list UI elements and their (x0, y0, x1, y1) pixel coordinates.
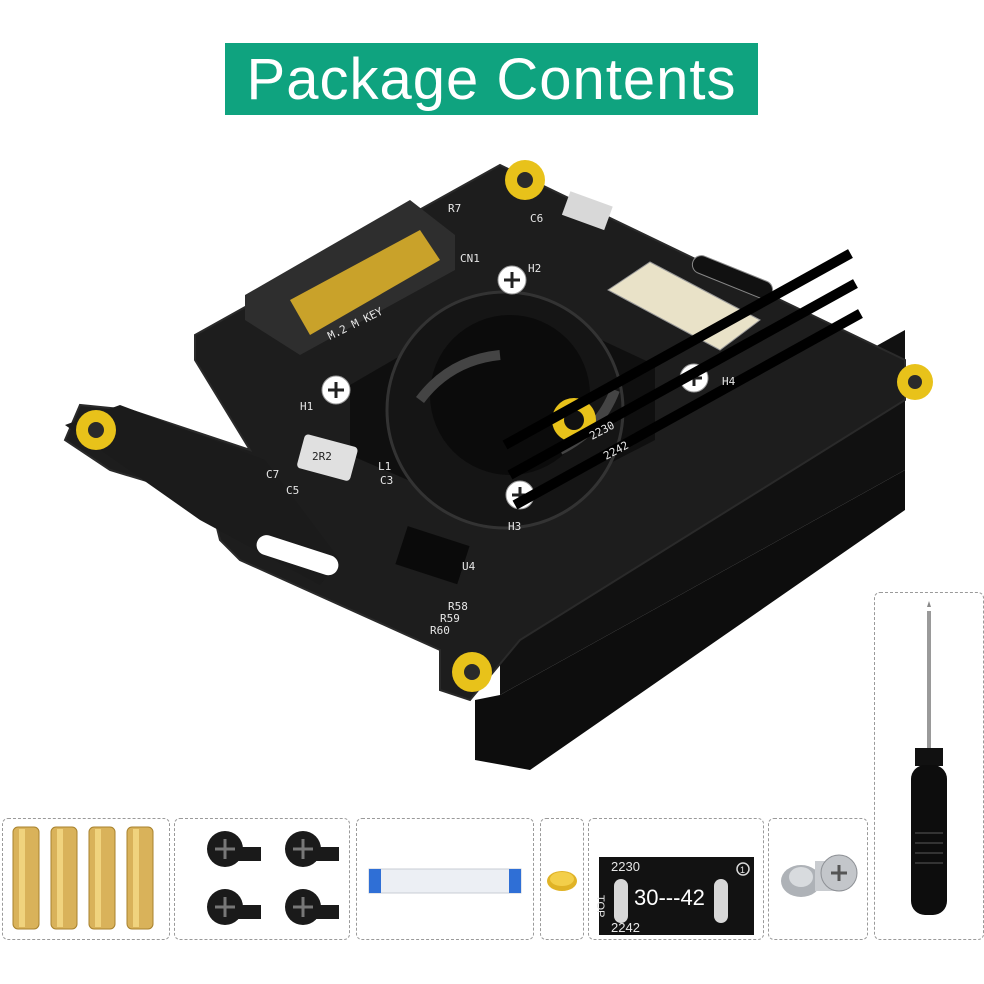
r60-label: R60 (430, 624, 450, 637)
ribbon-cable-icon (368, 868, 522, 894)
tactile-switch (561, 191, 613, 231)
c3-label: C3 (380, 474, 393, 487)
h4-label: H4 (722, 375, 736, 388)
l1-label: L1 (378, 460, 391, 473)
inductor-label: 2R2 (312, 450, 332, 463)
brass-standoffs-box (2, 818, 170, 940)
c6-label: C6 (530, 212, 543, 225)
c7-label: C7 (266, 468, 279, 481)
black-screw-icon (207, 831, 339, 925)
ribbon-cable-box (356, 818, 534, 940)
h3-label: H3 (508, 520, 521, 533)
adapter-corner-label: 1 (740, 865, 745, 875)
screwdriver-icon (911, 601, 947, 915)
thermal-pad-box (540, 818, 584, 940)
h2-label: H2 (528, 262, 541, 275)
silver-screw-box (768, 818, 868, 940)
page-title: Package Contents (225, 43, 758, 115)
h1-label: H1 (300, 400, 313, 413)
inductor (297, 434, 358, 481)
adapter-2242-label: 2242 (611, 920, 640, 935)
adapter-top-label: TOP (594, 895, 606, 917)
cn1-label: CN1 (460, 252, 480, 265)
adapter-2230-label: 2230 (611, 859, 640, 874)
r58-label: R58 (448, 600, 468, 613)
m2-adapter-card: 2230 2242 TOP 30---42 1 (594, 857, 754, 935)
adapter-center-label: 30---42 (634, 885, 705, 910)
ic-u4 (395, 526, 470, 585)
brass-standoff-icon (12, 826, 154, 930)
mounting-holes (76, 160, 933, 692)
silver-screw-icon (781, 854, 858, 897)
c5-label: C5 (286, 484, 299, 497)
brass-disc-icon (547, 871, 577, 891)
u4-label: U4 (462, 560, 476, 573)
r7-label: R7 (448, 202, 461, 215)
black-screws-box (174, 818, 350, 940)
screwdriver-box (874, 592, 984, 940)
r59-label: R59 (440, 612, 460, 625)
m2-adapter-card-box: 2230 2242 TOP 30---42 1 (588, 818, 764, 940)
